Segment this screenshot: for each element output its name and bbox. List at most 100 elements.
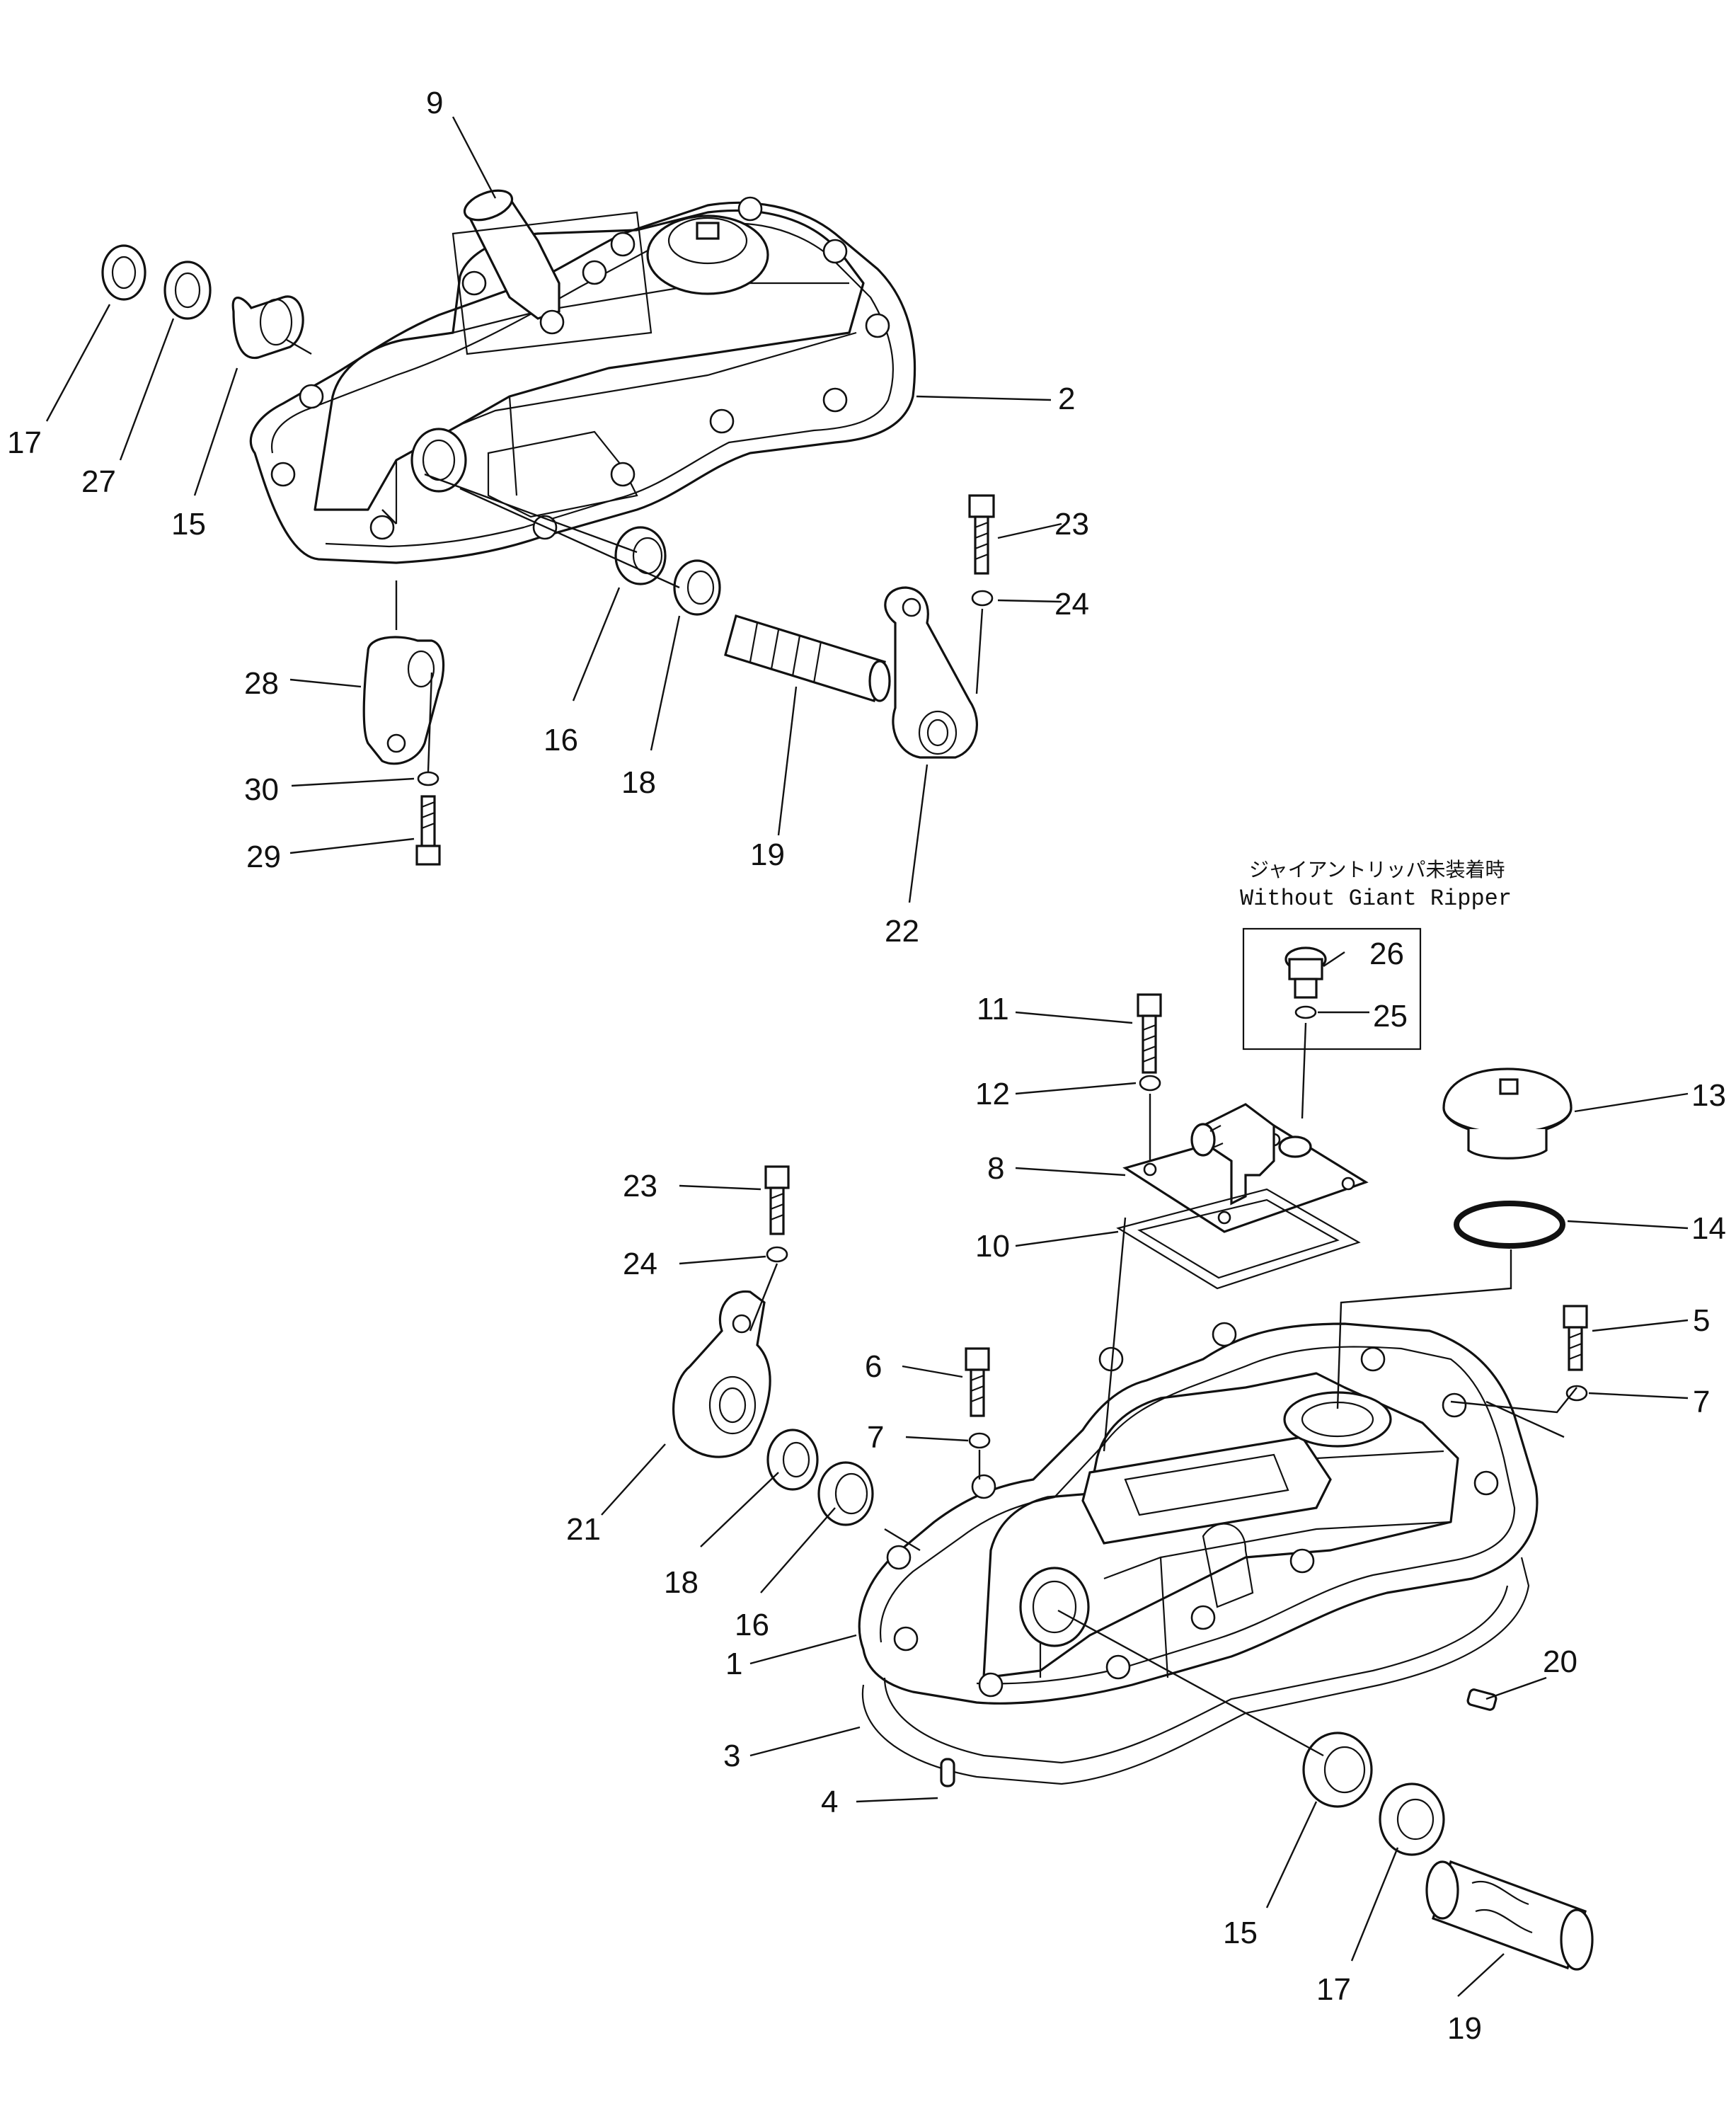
gasket-3 (861, 1557, 1530, 1785)
lower-boss (1019, 1567, 1090, 1647)
breather-cap (646, 214, 769, 295)
callout-18-lower: 18 (664, 1565, 699, 1600)
key-20 (1466, 1688, 1498, 1711)
callout-24-lower: 24 (623, 1247, 657, 1281)
bolt-23-lower (764, 1165, 790, 1235)
bushing-16-lower-inner (834, 1472, 868, 1515)
callout-19-lower: 19 (1447, 2011, 1482, 2046)
bushing-15-upper (231, 295, 304, 360)
callout-28: 28 (244, 666, 279, 701)
callout-15-upper: 15 (171, 507, 206, 542)
callout-14: 14 (1691, 1211, 1726, 1246)
washer-30 (417, 771, 439, 786)
callout-7-right: 7 (1693, 1385, 1710, 1419)
upper-cover-rim (271, 222, 894, 548)
gasket-10 (1116, 1188, 1361, 1290)
callout-24-upper: 24 (1054, 587, 1089, 622)
bushing-15-lower (1302, 1732, 1373, 1808)
callout-numbers: 9 2 17 27 15 23 24 28 16 18 30 29 19 22 … (7, 86, 1726, 2046)
lever-pipe (465, 197, 561, 320)
washer-7-left (968, 1432, 991, 1449)
bolt-5 (1563, 1305, 1588, 1371)
callout-17-upper: 17 (7, 425, 42, 460)
lower-case-pad (1081, 1436, 1332, 1545)
lower-case-rim (880, 1346, 1516, 1685)
callout-13: 13 (1691, 1078, 1726, 1113)
seal-18-lower (766, 1429, 819, 1491)
callout-2: 2 (1058, 382, 1075, 416)
callout-25: 25 (1373, 999, 1408, 1034)
lever-plate (452, 211, 653, 355)
bushing-16-lower (817, 1461, 874, 1526)
seal-18-lower-inner (782, 1441, 810, 1478)
lower-rim-bolts (886, 1322, 1499, 1698)
upper-boss (410, 428, 467, 493)
breather-cap-top (667, 217, 748, 265)
bearing-17-lower (1379, 1782, 1445, 1856)
bolt-23-upper (968, 494, 995, 575)
bearing-27 (163, 261, 212, 320)
upper-cover-assembly (249, 189, 916, 564)
lever-21 (672, 1290, 771, 1458)
bearing-27-inner (174, 272, 201, 309)
bearing-17-upper (101, 244, 146, 301)
plug-26 (1284, 946, 1327, 999)
callout-29: 29 (246, 840, 281, 874)
upper-lever-arm-28 (362, 636, 445, 765)
callout-9: 9 (426, 86, 443, 120)
spline-shaft-19-upper-end (868, 660, 891, 702)
callout-10: 10 (975, 1229, 1010, 1264)
lower-cover-plate-8 (1122, 1103, 1369, 1233)
shaft-19-lower (1425, 1860, 1594, 1971)
upper-cover-housing (314, 210, 865, 511)
o-ring-14 (1454, 1201, 1565, 1249)
callout-27: 27 (81, 464, 116, 499)
upper-left-bearings (101, 244, 304, 360)
upper-cover-plate (249, 201, 916, 564)
callout-7-left: 7 (867, 1420, 884, 1455)
bolt-11 (1137, 993, 1162, 1074)
callout-3: 3 (723, 1739, 740, 1773)
lower-boss-inner (1032, 1580, 1077, 1634)
o-ring-25 (1294, 1005, 1317, 1019)
seal-18-upper-inner (686, 570, 715, 605)
callout-4: 4 (821, 1785, 838, 1819)
callout-22: 22 (885, 914, 919, 949)
lower-case-assembly (858, 1322, 1539, 1787)
callout-30: 30 (244, 772, 279, 807)
note-english: Without Giant Ripper (1240, 886, 1512, 912)
callout-26: 26 (1369, 937, 1404, 971)
bushing-15-upper-inner (259, 298, 293, 346)
callout-6: 6 (865, 1349, 882, 1384)
lower-case-pad-inner (1124, 1453, 1289, 1516)
note-japanese: ジャイアントリッパ未装着時 (1249, 858, 1505, 881)
breather-cap-nut (696, 222, 720, 240)
bushing-16-upper (614, 526, 667, 585)
callout-23-upper: 23 (1054, 507, 1089, 542)
gasket-3-inner (883, 1585, 1509, 1764)
washer-24-lower (766, 1246, 788, 1263)
bolt-6 (965, 1347, 990, 1417)
spline-shaft-19-upper (724, 614, 886, 703)
callout-5: 5 (1693, 1303, 1710, 1338)
callout-18-upper: 18 (621, 765, 656, 800)
dowel-pin-4 (940, 1758, 955, 1787)
lever-pipe-end (463, 189, 514, 222)
lower-case-housing (982, 1372, 1459, 1679)
callout-8: 8 (987, 1151, 1004, 1186)
upper-lever-arm-22 (884, 586, 978, 759)
washer-7-right (1565, 1385, 1588, 1402)
lower-bracket (1202, 1523, 1254, 1608)
spline-shaft-19-upper-splines (749, 622, 822, 684)
callout-23-lower: 23 (623, 1169, 657, 1203)
callout-12: 12 (975, 1077, 1010, 1111)
callout-15-lower: 15 (1223, 1916, 1258, 1950)
cap-13 (1442, 1068, 1573, 1160)
washer-12 (1139, 1075, 1161, 1092)
callout-20: 20 (1543, 1644, 1577, 1679)
bolt-29 (415, 795, 441, 866)
upper-cover-ridge (395, 282, 857, 524)
callout-16-upper: 16 (544, 723, 578, 757)
upper-bracket (487, 430, 638, 518)
